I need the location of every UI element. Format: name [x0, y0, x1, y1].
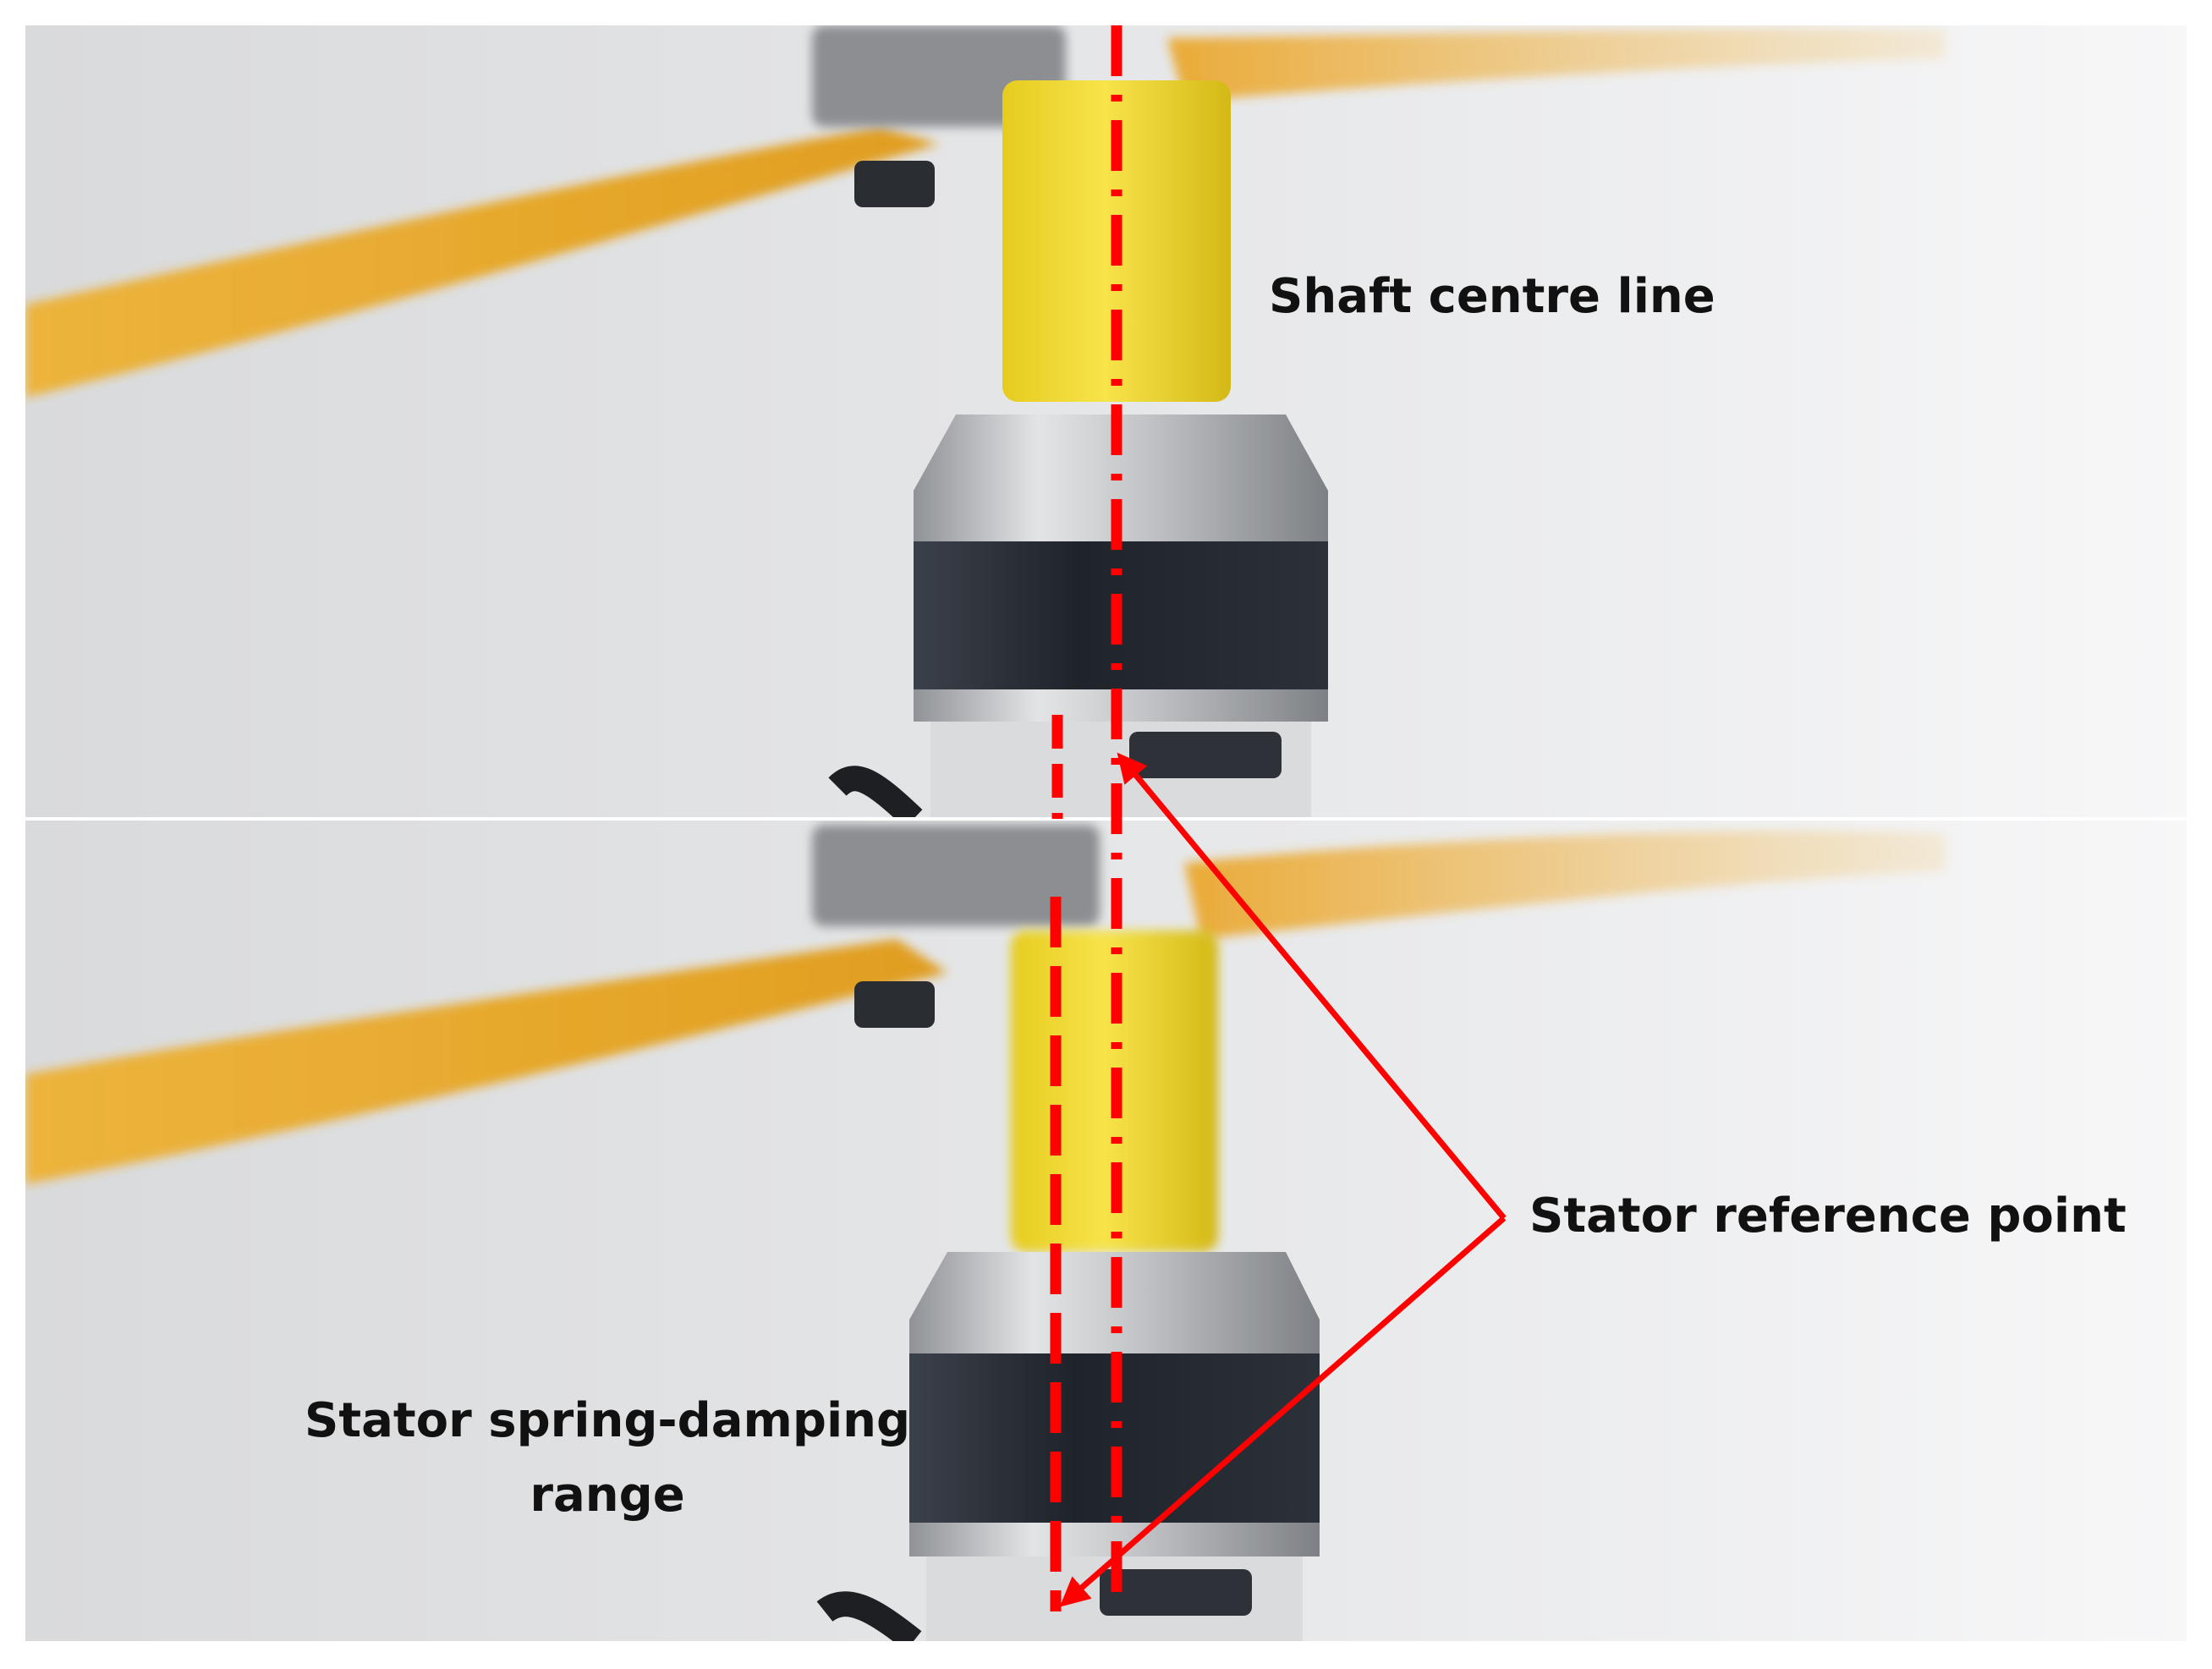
reference-arrow-top — [1117, 752, 1507, 1221]
annotation-overlay — [1050, 25, 1507, 1611]
stator-reference-point-label: Stator reference point — [1529, 1189, 2127, 1244]
stator-range-label: Stator spring-damping range — [305, 1384, 910, 1533]
reference-arrow-bottom — [1059, 1216, 1507, 1607]
shaft-centre-line-label: Shaft centre line — [1269, 269, 1715, 324]
stator-range-label-line2: range — [530, 1468, 685, 1523]
stator-range-label-line1: Stator spring-damping — [305, 1393, 911, 1448]
top-photo-panel — [25, 25, 2187, 819]
bottom-photo-panel — [25, 819, 2187, 1641]
